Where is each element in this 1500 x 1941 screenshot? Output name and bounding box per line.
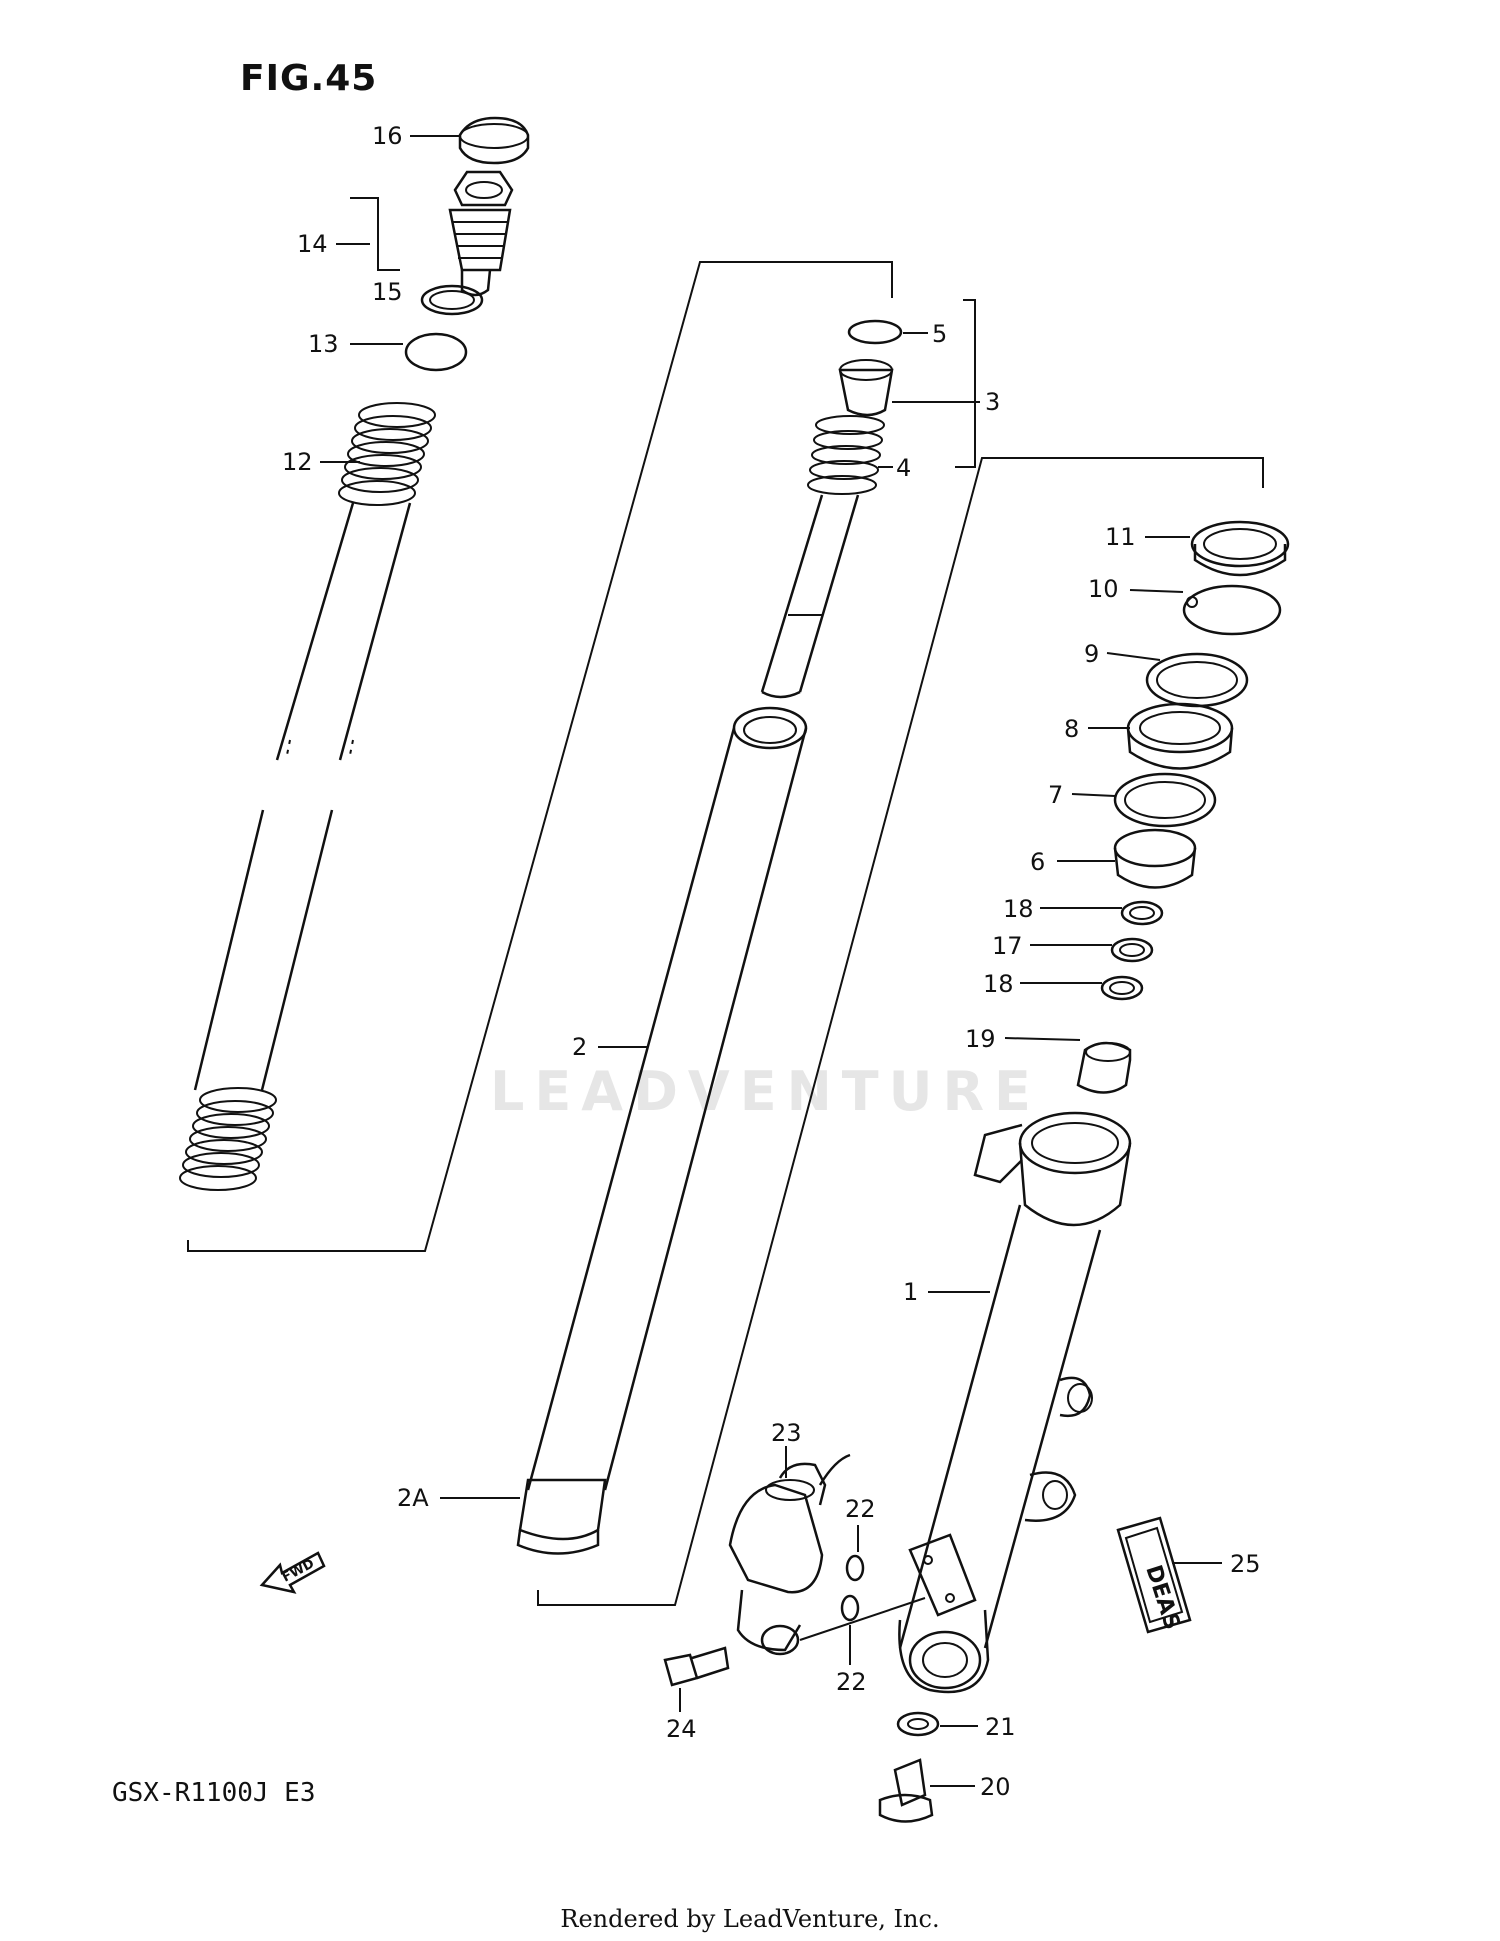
callout-21: 21 [985, 1713, 1016, 1741]
fwd-arrow: FWD [259, 1551, 326, 1594]
callout-17: 17 [992, 932, 1023, 960]
callout-22b: 22 [836, 1668, 867, 1696]
callout-7: 7 [1048, 781, 1063, 809]
callout-19: 19 [965, 1025, 996, 1053]
footer-credit: Rendered by LeadVenture, Inc. [560, 1905, 940, 1933]
callout-4: 4 [896, 454, 911, 482]
callout-24: 24 [666, 1715, 697, 1743]
watermark-text: LEADVENTURE [490, 1060, 1041, 1123]
callouts: 16 14 15 13 12 5 3 4 11 10 9 8 7 6 18 17… [282, 122, 1261, 1801]
callout-14: 14 [297, 230, 328, 258]
callout-8: 8 [1064, 715, 1079, 743]
decal-25: DEAS [1116, 1516, 1192, 1634]
fork-spring [179, 402, 436, 1191]
callout-13: 13 [308, 330, 339, 358]
callout-1: 1 [903, 1278, 918, 1306]
callout-10: 10 [1088, 575, 1119, 603]
callout-25: 25 [1230, 1550, 1261, 1578]
callout-12: 12 [282, 448, 313, 476]
callout-16: 16 [372, 122, 403, 150]
cap-and-bolt-parts [404, 116, 530, 372]
callout-18a: 18 [1003, 895, 1034, 923]
fork-tube-parts [516, 319, 903, 1555]
seal-and-ring-stack [1076, 520, 1290, 1094]
callout-9: 9 [1084, 640, 1099, 668]
callout-3: 3 [985, 388, 1000, 416]
callout-2A: 2A [397, 1484, 429, 1512]
callout-5: 5 [932, 320, 947, 348]
callout-22a: 22 [845, 1495, 876, 1523]
callout-18b: 18 [983, 970, 1014, 998]
callout-23: 23 [771, 1419, 802, 1447]
bracket-lines [187, 197, 1264, 1606]
callout-20: 20 [980, 1773, 1011, 1801]
callout-2: 2 [572, 1033, 587, 1061]
callout-6: 6 [1030, 848, 1045, 876]
callout-11: 11 [1105, 523, 1136, 551]
sensor-and-fasteners [663, 1453, 940, 1823]
model-code: GSX-R1100J E3 [112, 1778, 316, 1808]
callout-15: 15 [372, 278, 403, 306]
figure-title: FIG.45 [240, 58, 378, 99]
outer-fork-leg [898, 1111, 1132, 1694]
